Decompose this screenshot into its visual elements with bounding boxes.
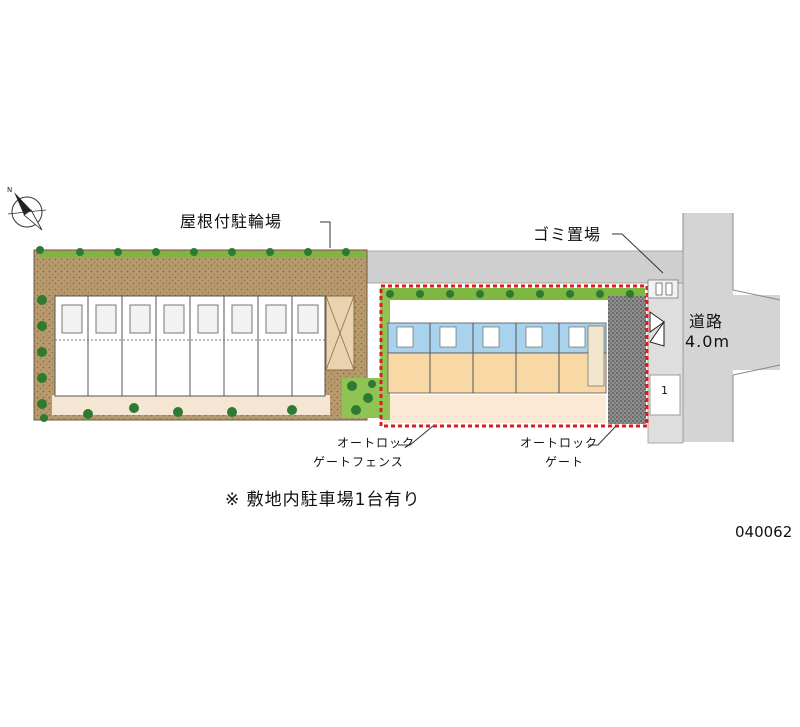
autolock-fence-outline [379, 284, 649, 428]
autolock-fence-label-line1: オートロック [337, 436, 416, 450]
grass-patch [342, 378, 380, 418]
garbage-area-label: ゴミ置場 [533, 225, 602, 244]
autolock-gate-label-line1: オートロック [520, 436, 599, 450]
autolock-gate-label-line2: ゲート [545, 455, 585, 469]
parking-note: ※ 敷地内駐車場1台有り [225, 490, 421, 510]
parking-space-number: 1 [661, 384, 668, 397]
parking-space [649, 374, 681, 416]
bike-parking-area [325, 295, 355, 371]
tree-markers-left [36, 246, 350, 422]
property-code: 040062 [735, 523, 793, 541]
left-building [54, 295, 326, 397]
road-width-label: 4.0m [685, 332, 731, 351]
hedge-row-top-left [40, 251, 365, 258]
covered-bike-parking-label: 屋根付駐輪場 [180, 212, 283, 231]
tree-markers-right [386, 290, 634, 298]
autolock-fence-label-line2: ゲートフェンス [313, 455, 404, 469]
gate-icon [647, 279, 679, 347]
north-arrow-compass-icon: N [7, 186, 47, 231]
svg-text:N: N [7, 186, 12, 194]
right-building [387, 322, 607, 394]
access-lane [364, 250, 684, 444]
road-name-label: 道路 [689, 312, 724, 331]
leader-lines [320, 221, 664, 446]
